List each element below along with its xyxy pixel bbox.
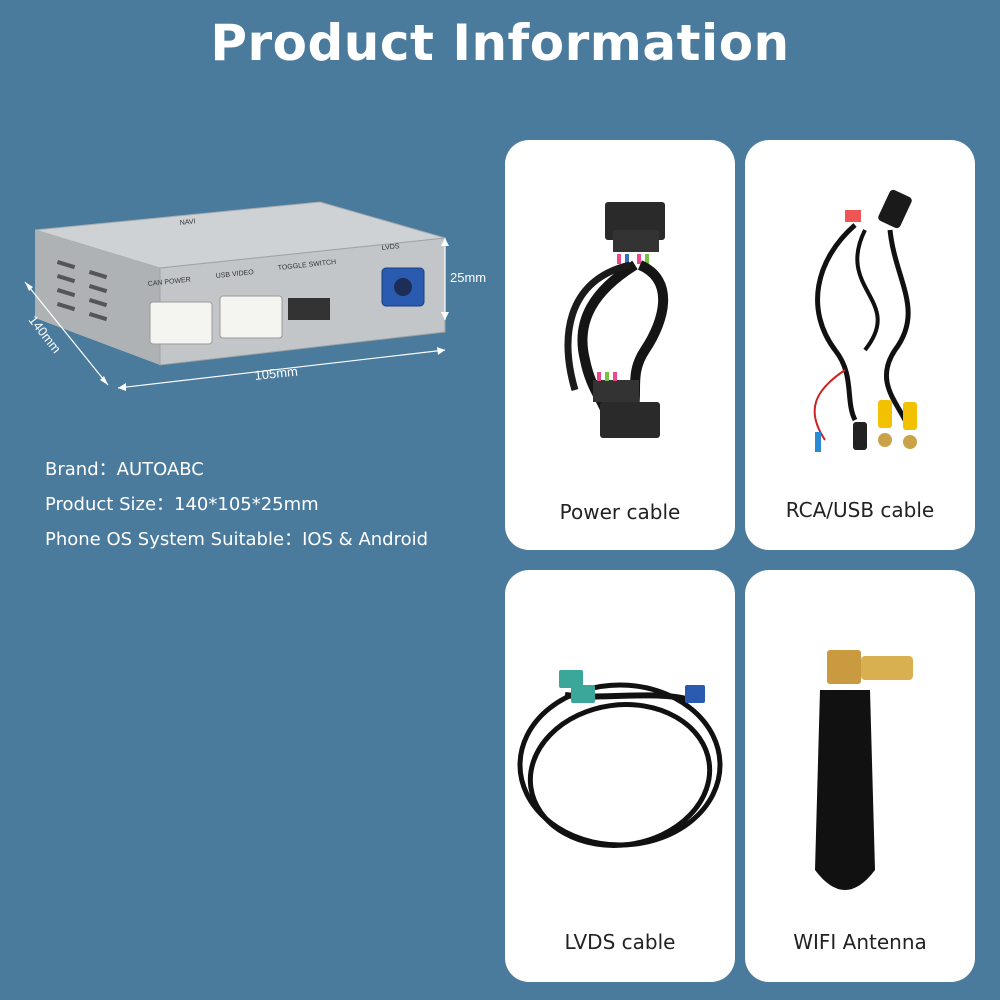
svg-text:USB VIDEO: USB VIDEO [215, 269, 254, 280]
page-title: Product Information [210, 14, 790, 72]
device-illustration: CAN POWER USB VIDEO TOGGLE SWITCH LVDS N… [20, 190, 500, 410]
card-power-cable: Power cable [505, 140, 735, 550]
svg-text:CAN POWER: CAN POWER [147, 277, 191, 288]
spec-list: Brand：AUTOABC Product Size：140*105*25mm … [45, 455, 428, 560]
rca-usb-cable-image [813, 189, 917, 452]
svg-text:LVDS: LVDS [381, 243, 400, 252]
power-cable-image [564, 202, 669, 438]
spec-os: Phone OS System Suitable：IOS & Android [45, 529, 429, 550]
card-wifi-antenna: WIFI Antenna [745, 570, 975, 982]
dim-height: 25mm [450, 270, 486, 285]
svg-text:NAVI: NAVI [179, 218, 196, 227]
card-rca-usb-cable: RCA/USB cable [745, 140, 975, 550]
card-label-lvds-cable: LVDS cable [564, 930, 676, 954]
card-lvds-cable: LVDS cable [505, 570, 735, 982]
card-label-rca-usb-cable: RCA/USB cable [785, 498, 935, 522]
card-label-wifi-antenna: WIFI Antenna [793, 930, 927, 954]
lvds-cable-image [517, 670, 723, 848]
spec-brand: Brand：AUTOABC [45, 459, 204, 480]
dim-width: 105mm [254, 364, 299, 383]
card-label-power-cable: Power cable [559, 500, 681, 524]
spec-size: Product Size：140*105*25mm [45, 494, 319, 515]
wifi-antenna-image [815, 650, 913, 890]
